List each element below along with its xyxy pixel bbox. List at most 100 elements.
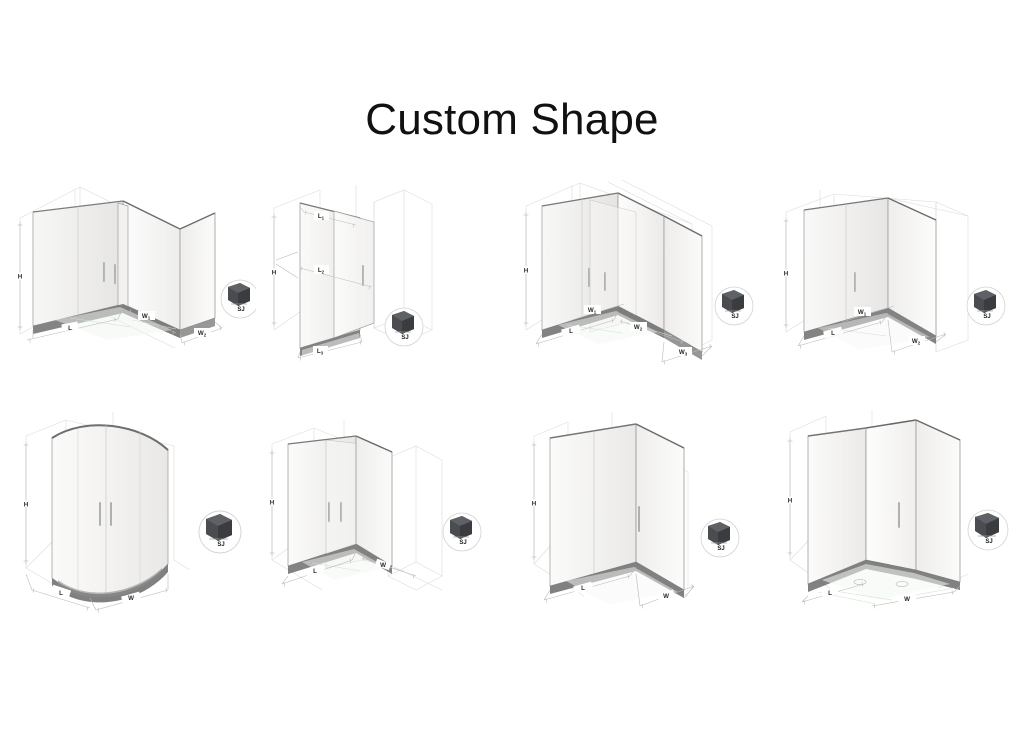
diagram-corner-sliding-two-width-enclosure[interactable]: H L W1	[768, 180, 1024, 410]
dimension-label-L: L	[569, 328, 573, 335]
door-handle-left	[103, 262, 105, 282]
glass-panel-return	[355, 435, 393, 567]
dimension-label-H: H	[788, 498, 793, 505]
dimension-W	[89, 574, 169, 613]
sj-callout-badge: SJ	[967, 509, 1009, 551]
door-handle-left	[99, 502, 101, 526]
diagram-single-sliding-door-against-wall[interactable]: H L1 L2	[256, 180, 512, 410]
door-handle-left	[328, 502, 330, 522]
sj-callout-label: SJ	[237, 307, 244, 313]
door-handle	[362, 265, 364, 286]
sj-callout-badge: SJ	[384, 307, 424, 347]
dimension-L	[25, 573, 91, 611]
dimension-label-L: L	[581, 585, 585, 592]
dimension-label-H: H	[532, 501, 537, 508]
dimension-L	[535, 310, 619, 347]
sj-callout-badge: SJ	[198, 510, 242, 554]
dimension-label-L3-group: L3	[313, 346, 328, 356]
svg-text:W3: W3	[679, 349, 688, 357]
dimension-L3	[297, 333, 363, 361]
dimension-label-H: H	[272, 270, 277, 277]
diagram-quadrant-curved-shower-enclosure[interactable]: H L W	[0, 410, 256, 640]
dimension-L	[281, 551, 357, 587]
sj-callout-label: SJ	[217, 542, 224, 548]
svg-text:W2: W2	[912, 338, 921, 346]
door-handle-right	[340, 502, 342, 522]
dimension-label-L: L	[831, 330, 835, 337]
diagram-inline-sliding-door-with-return-panel[interactable]: H L W	[256, 410, 512, 640]
dimension-W	[361, 556, 417, 579]
dimension-label-L1-group: L1	[314, 211, 329, 221]
dimension-H	[20, 442, 32, 564]
diagram-u-shape-three-width-enclosure[interactable]: H L W1	[512, 180, 768, 410]
dimension-label-L: L	[828, 590, 832, 597]
dimension-label-L: L	[59, 590, 63, 597]
sj-callout-badge: SJ	[966, 286, 1006, 326]
diagram-neo-angle-pentagon-enclosure[interactable]: H L W	[768, 410, 1024, 640]
door-handle-a	[588, 268, 590, 287]
dimension-H	[784, 438, 796, 556]
shower-tray	[550, 562, 684, 604]
dimension-L	[801, 581, 865, 605]
dimension-L	[543, 566, 637, 603]
svg-text:W2: W2	[198, 330, 207, 338]
dimension-label-L: L	[68, 325, 72, 332]
glass-panel-front	[549, 423, 637, 587]
svg-text:L1: L1	[318, 213, 325, 221]
dimension-label-W2-group: W2	[630, 322, 647, 332]
dimension-label-W1-group: W1	[854, 307, 871, 317]
shower-tray	[33, 304, 215, 340]
glass-panel-left-angled	[807, 427, 867, 585]
sj-callout-badge: SJ	[700, 518, 740, 558]
glass-panel-sliding-door	[333, 210, 375, 339]
sj-callout-label: SJ	[459, 540, 466, 546]
dimension-H	[266, 450, 278, 556]
dimension-label-W: W	[904, 596, 910, 603]
sj-callout-label: SJ	[983, 314, 990, 320]
sj-callout-badge: SJ	[220, 279, 256, 319]
dimension-L1	[299, 206, 357, 228]
dimension-H	[780, 218, 792, 328]
dimension-label-H: H	[784, 271, 789, 278]
sj-callout-badge: SJ	[442, 512, 482, 552]
svg-text:W2: W2	[634, 324, 643, 332]
dimension-label-W2-group: W2	[908, 336, 925, 346]
sj-callout-label: SJ	[717, 546, 724, 552]
page-title: Custom Shape	[365, 95, 659, 144]
dimension-label-H: H	[524, 268, 529, 275]
dimension-label-H: H	[24, 502, 29, 509]
door-handle	[854, 272, 856, 292]
dimension-label-W1-group: W1	[584, 305, 601, 315]
diagram-rectangular-corner-enclosure[interactable]: H L W	[512, 410, 768, 640]
svg-text:L2: L2	[318, 267, 325, 275]
diagram-walk-in-double-sliding-3-panel[interactable]: H L W1	[0, 180, 256, 410]
dimension-L	[797, 312, 889, 349]
door-handle-right	[114, 264, 116, 284]
sj-callout-badge: SJ	[714, 286, 754, 326]
glass-panel-front	[803, 197, 889, 333]
dimension-label-H: H	[270, 500, 275, 507]
door-handle-b	[604, 272, 606, 291]
dimension-label-W: W	[663, 593, 669, 600]
dimension-label-W: W	[128, 595, 134, 602]
glass-panel-return-right	[179, 212, 216, 331]
sj-callout-label: SJ	[985, 539, 992, 545]
dimension-label-W1-group: W1	[138, 311, 155, 321]
door-handle	[638, 506, 640, 532]
dimension-H	[14, 222, 26, 330]
dimension-L	[26, 307, 124, 343]
glass-panel-back	[32, 200, 124, 327]
dimension-W	[871, 585, 961, 609]
sj-callout-label: SJ	[731, 314, 738, 320]
dimension-label-H: H	[18, 274, 23, 281]
dimension-W	[635, 573, 695, 609]
door-handle-right	[110, 502, 112, 526]
dimension-label-L2-group: L2	[314, 265, 329, 275]
dimension-label-W2-group: W2	[194, 328, 211, 338]
dimension-label-W: W	[380, 562, 386, 569]
glass-panel-front-door	[865, 419, 917, 571]
dimension-H	[268, 214, 299, 326]
dimension-label-L: L	[313, 568, 317, 575]
sj-callout-label: SJ	[401, 335, 408, 341]
